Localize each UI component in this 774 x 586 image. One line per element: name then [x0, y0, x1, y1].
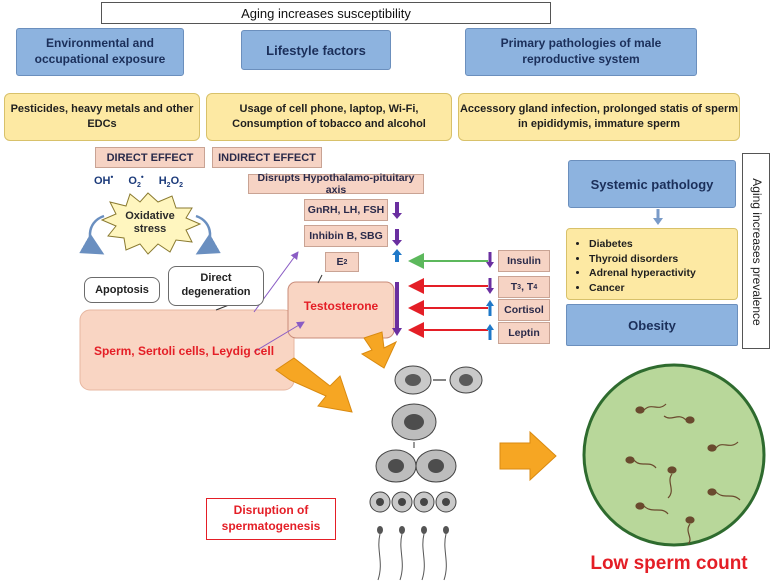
- environmental-label: Environmental and occupational exposure: [34, 36, 166, 66]
- indirect-effect-label: INDIRECT EFFECT: [212, 147, 322, 168]
- lifestyle-label: Lifestyle factors: [266, 42, 366, 58]
- systemic-title-box: Systemic pathology: [568, 160, 736, 208]
- header-title: Aging increases susceptibility: [101, 2, 551, 24]
- environmental-detail-text: Pesticides, heavy metals and other EDCs: [10, 103, 194, 130]
- direct-effect-label: DIRECT EFFECT: [95, 147, 205, 168]
- systemic-item: Cancer: [589, 281, 737, 296]
- orange-arrow-cells: [275, 357, 353, 413]
- header-title-text: Aging increases susceptibility: [241, 5, 411, 21]
- orange-arrow-testosterone: [360, 331, 398, 369]
- petri-dish: [582, 363, 766, 547]
- ros-species: OH• O2• H2O2: [94, 172, 214, 192]
- hydroxyl-radical: OH•: [94, 172, 114, 187]
- environmental-box: Environmental and occupational exposure: [16, 28, 184, 76]
- spermatogenesis-illustration: [369, 365, 483, 581]
- systemic-item: Adrenal hyperactivity: [589, 266, 737, 281]
- cortisol-box: Cortisol: [498, 299, 550, 321]
- cycle-arrow-right: [195, 214, 221, 255]
- axis-box: Disrupts Hypothalamo-pituitary axis: [248, 172, 424, 196]
- systemic-items: Diabetes Thyroid disorders Adrenal hyper…: [577, 237, 737, 296]
- obesity-box: Obesity: [566, 304, 738, 346]
- testosterone-label: Testosterone: [303, 299, 379, 313]
- inhibin-box: Inhibin B, SBG: [304, 225, 388, 247]
- environmental-detail: Pesticides, heavy metals and other EDCs: [4, 93, 200, 141]
- hydrogen-peroxide: H2O2: [158, 174, 184, 189]
- systemic-list: Diabetes Thyroid disorders Adrenal hyper…: [566, 228, 738, 300]
- low-sperm-count-label: Low sperm count: [590, 553, 748, 574]
- primary-detail: Accessory gland infection, prolonged sta…: [458, 93, 740, 141]
- cells-label: Sperm, Sertoli cells, Leydig cell: [93, 344, 275, 358]
- oxidative-stress-burst: [100, 192, 202, 255]
- aging-prevalence-bar: Aging increases prevalence: [742, 153, 770, 349]
- gnrh-box: GnRH, LH, FSH: [304, 199, 388, 221]
- systemic-item: Thyroid disorders: [589, 252, 737, 267]
- superoxide: O2•: [128, 172, 144, 189]
- leptin-box: Leptin: [498, 322, 550, 344]
- systemic-item: Diabetes: [589, 237, 737, 252]
- primary-box: Primary pathologies of male reproductive…: [465, 28, 697, 76]
- insulin-box: Insulin: [498, 250, 550, 272]
- orange-arrow-result: [499, 430, 557, 482]
- cells-region: [79, 309, 295, 391]
- apoptosis-box: Apoptosis: [84, 277, 160, 303]
- testosterone-box: [287, 281, 395, 339]
- oxidative-stress-label: Oxidative stress: [125, 209, 175, 235]
- lifestyle-detail-text: Usage of cell phone, laptop, Wi-Fi, Cons…: [232, 103, 426, 130]
- aging-prevalence-text: Aging increases prevalence: [750, 178, 764, 326]
- degeneration-box: Direct degeneration: [168, 266, 264, 306]
- primary-label: Primary pathologies of male reproductive…: [500, 36, 662, 66]
- cycle-arrow-left: [79, 214, 105, 255]
- lifestyle-detail: Usage of cell phone, laptop, Wi-Fi, Cons…: [206, 93, 452, 141]
- disruption-box: Disruption of spermatogenesis: [206, 498, 336, 540]
- lifestyle-box: Lifestyle factors: [241, 30, 391, 70]
- primary-detail-text: Accessory gland infection, prolonged sta…: [459, 103, 739, 130]
